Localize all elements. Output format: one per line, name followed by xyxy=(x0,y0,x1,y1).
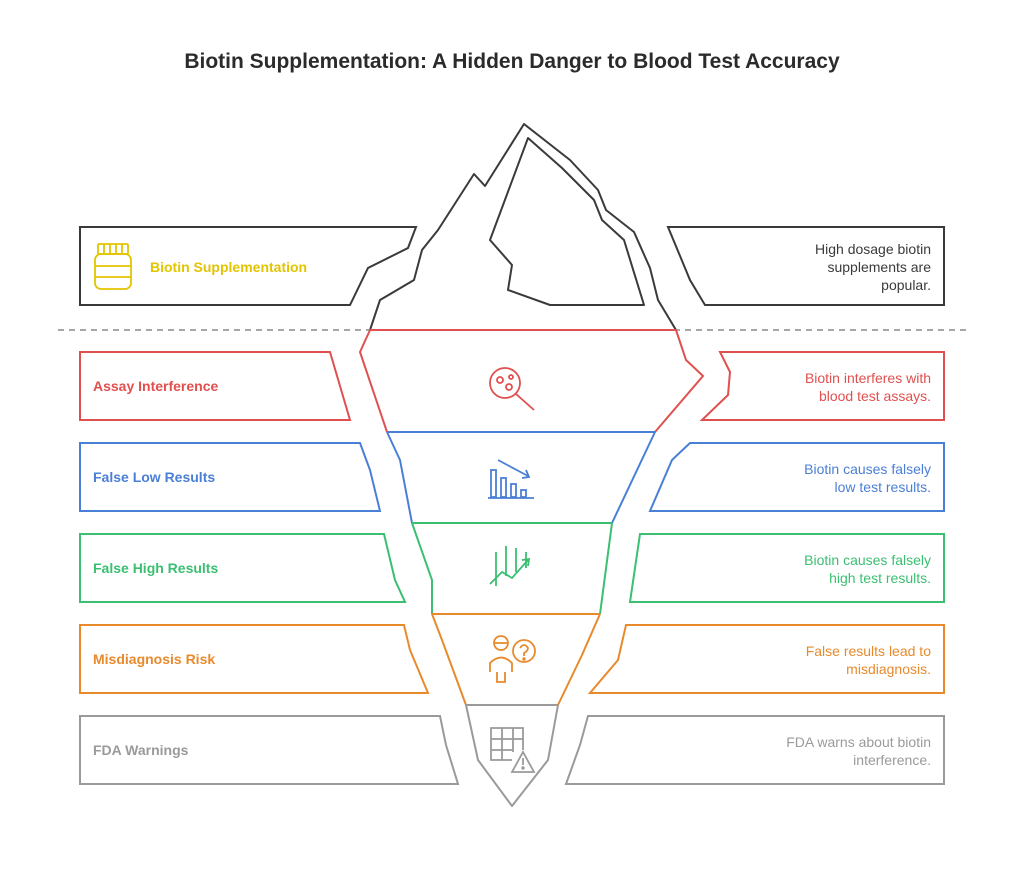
label-box-fda xyxy=(79,715,460,785)
label-box-assay xyxy=(79,351,352,421)
rising-chart-icon xyxy=(489,546,531,586)
layer-desc-assay: Biotin interferes with blood test assays… xyxy=(805,369,931,405)
layer-desc-misdiagnosis: False results lead to misdiagnosis. xyxy=(806,642,931,678)
desc-box-misdiagnosis xyxy=(587,624,945,694)
desc-box-fda xyxy=(564,715,945,785)
layer-desc-fda: FDA warns about biotin interference. xyxy=(786,733,931,769)
layer-desc-biotin: High dosage biotin supplements are popul… xyxy=(815,240,931,294)
desc-box-assay xyxy=(699,351,945,421)
layer-side-right-assay xyxy=(654,329,705,433)
desc-line: supplements are xyxy=(827,259,931,275)
layer-label-biotin: Biotin Supplementation xyxy=(150,259,308,275)
supplement-jar-icon xyxy=(94,243,132,290)
desc-line: FDA warns about biotin xyxy=(786,734,931,750)
label-box-misdiagnosis xyxy=(79,624,430,694)
desc-line: popular. xyxy=(881,277,931,293)
magnifier-icon xyxy=(489,367,535,411)
desc-line: False results lead to xyxy=(805,643,931,659)
iceberg-bottom-tip xyxy=(465,704,559,807)
desc-box-biotin xyxy=(666,226,945,306)
layer-desc-high: Biotin causes falsely high test results. xyxy=(804,551,931,587)
layer-side-left-misdiagnosis xyxy=(431,613,467,706)
iceberg-tip-outline xyxy=(369,123,677,331)
layer-side-right-misdiagnosis xyxy=(557,613,601,706)
desc-line: low test results. xyxy=(834,479,931,495)
desc-line: blood test assays. xyxy=(818,388,931,404)
layer-label-fda: FDA Warnings xyxy=(93,742,189,758)
person-question-icon xyxy=(489,635,536,683)
label-box-high xyxy=(79,533,407,603)
layer-side-left-high xyxy=(411,522,433,614)
desc-line: misdiagnosis. xyxy=(846,661,931,677)
desc-box-low xyxy=(648,442,945,512)
table-warning-icon xyxy=(490,727,536,773)
layer-side-right-low xyxy=(611,431,656,524)
layer-side-right-high xyxy=(599,522,613,615)
layer-side-left-low xyxy=(386,431,413,524)
layer-label-high: False High Results xyxy=(93,560,219,576)
declining-bars-icon xyxy=(488,459,534,499)
desc-line: Biotin causes falsely xyxy=(804,552,931,568)
label-box-low xyxy=(79,442,382,512)
desc-line: Biotin interferes with xyxy=(804,370,931,386)
layer-desc-low: Biotin causes falsely low test results. xyxy=(804,460,931,496)
desc-line: High dosage biotin xyxy=(815,241,931,257)
desc-line: Biotin causes falsely xyxy=(804,461,931,477)
iceberg-peak-inner xyxy=(489,137,645,306)
desc-line: high test results. xyxy=(829,570,931,586)
layer-label-low: False Low Results xyxy=(93,469,216,485)
layer-side-left-assay xyxy=(358,329,388,433)
layer-label-misdiagnosis: Misdiagnosis Risk xyxy=(93,651,216,667)
layer-label-assay: Assay Interference xyxy=(93,378,219,394)
desc-line: interference. xyxy=(853,752,931,768)
diagram-title: Biotin Supplementation: A Hidden Danger … xyxy=(184,50,840,73)
label-box-biotin xyxy=(79,226,418,306)
desc-box-high xyxy=(628,533,945,603)
